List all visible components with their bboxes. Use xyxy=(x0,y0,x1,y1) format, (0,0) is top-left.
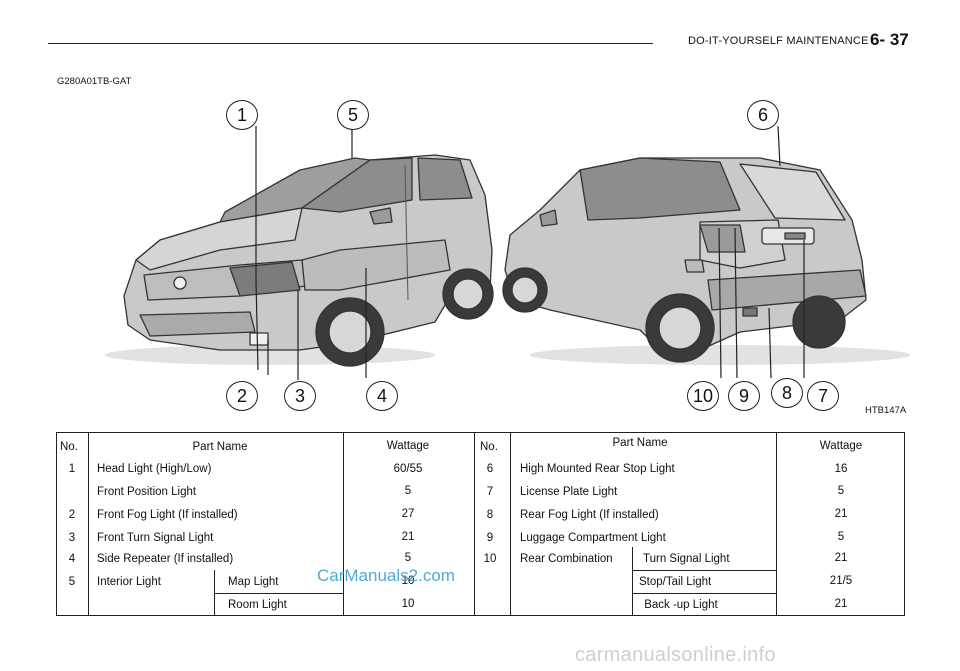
table-row-no: 2 xyxy=(68,509,76,521)
table-row-part-name: Head Light (High/Low) xyxy=(97,463,212,475)
table-row-wattage: 16 xyxy=(834,463,848,475)
table-row-no: 9 xyxy=(486,532,494,544)
table-row-part-name: Front Turn Signal Light xyxy=(97,532,214,544)
table-row-sub-name: Stop/Tail Light xyxy=(639,576,712,588)
table-divider xyxy=(214,593,344,594)
table-row-wattage: 21/5 xyxy=(829,575,853,587)
table-row-sub-name: Back -up Light xyxy=(641,599,718,611)
table-row-wattage: 5 xyxy=(404,552,412,564)
table-row-wattage: 21 xyxy=(834,508,848,520)
section-title: DO-IT-YOURSELF MAINTENANCE xyxy=(688,35,869,47)
table-row-wattage: 60/55 xyxy=(393,463,423,475)
figure-code: HTB147A xyxy=(865,405,907,416)
reference-code: G280A01TB-GAT xyxy=(57,76,132,87)
table-row-no: 10 xyxy=(483,553,497,565)
table-row-no: 5 xyxy=(68,576,76,588)
header-wattage-left: Wattage xyxy=(386,440,430,452)
table-row-no: 6 xyxy=(486,463,494,475)
watermark-footer: carmanualsonline.info xyxy=(575,644,776,666)
callout-6: 6 xyxy=(747,100,779,130)
table-row-wattage: 21 xyxy=(401,531,415,543)
callout-2: 2 xyxy=(226,381,258,411)
callout-7: 7 xyxy=(807,381,839,411)
table-row-part-name: Rear Combination xyxy=(520,553,613,565)
table-row-sub-name: Map Light xyxy=(228,576,279,588)
page-number: 6- 37 xyxy=(870,30,909,49)
callout-9: 9 xyxy=(728,381,760,411)
front-car-illustration xyxy=(105,154,494,367)
table-row-part-name: Front Position Light xyxy=(97,486,197,498)
table-row-no: 8 xyxy=(486,509,494,521)
table-row-part-name: Luggage Compartment Light xyxy=(520,532,666,544)
table-row-sub-name: Turn Signal Light xyxy=(643,553,730,565)
header-no-left: No. xyxy=(60,441,78,453)
table-divider xyxy=(343,433,344,615)
callout-4: 4 xyxy=(366,381,398,411)
table-row-no: 1 xyxy=(68,463,76,475)
table-row-no: 4 xyxy=(68,553,76,565)
rear-car-illustration xyxy=(502,157,910,365)
table-row-part-name: Interior Light xyxy=(97,576,161,588)
table-divider xyxy=(88,433,89,615)
callout-3: 3 xyxy=(284,381,316,411)
header-part-name-right: Part Name xyxy=(612,437,668,449)
table-row-part-name: High Mounted Rear Stop Light xyxy=(520,463,675,475)
table-row-part-name: Front Fog Light (If installed) xyxy=(97,509,238,521)
table-row-wattage: 21 xyxy=(834,552,848,564)
callout-leader-lines xyxy=(255,125,805,380)
watermark-carmanuals2: CarManuals2.com xyxy=(317,566,455,585)
table-row-wattage: 27 xyxy=(401,508,415,520)
table-row-part-name: Rear Fog Light (If installed) xyxy=(520,509,659,521)
table-row-wattage: 10 xyxy=(401,575,415,587)
table-divider xyxy=(632,593,777,594)
table-row-wattage: 5 xyxy=(837,531,845,543)
vehicle-bulb-location-figure xyxy=(105,125,910,380)
table-row-wattage: 5 xyxy=(837,485,845,497)
table-divider xyxy=(510,433,511,615)
table-divider xyxy=(632,547,633,615)
table-divider xyxy=(474,433,475,615)
header-no-right: No. xyxy=(480,441,498,453)
header-wattage-right: Wattage xyxy=(819,440,863,452)
header-rule xyxy=(48,43,653,44)
callout-5: 5 xyxy=(337,100,369,130)
table-row-wattage: 10 xyxy=(401,598,415,610)
callout-8: 8 xyxy=(771,378,803,408)
table-row-no: 3 xyxy=(68,532,76,544)
table-divider xyxy=(632,570,777,571)
table-row-part-name: License Plate Light xyxy=(520,486,618,498)
table-row-no: 7 xyxy=(486,486,494,498)
table-row-wattage: 21 xyxy=(834,598,848,610)
table-row-sub-name: Room Light xyxy=(228,599,287,611)
callout-10: 10 xyxy=(687,381,719,411)
header-part-name-left: Part Name xyxy=(192,441,248,453)
table-divider xyxy=(776,433,777,615)
table-row-wattage: 5 xyxy=(404,485,412,497)
table-row-part-name: Side Repeater (If installed) xyxy=(97,553,234,565)
table-divider xyxy=(214,570,215,615)
callout-1: 1 xyxy=(226,100,258,130)
bulb-wattage-table xyxy=(56,432,905,616)
